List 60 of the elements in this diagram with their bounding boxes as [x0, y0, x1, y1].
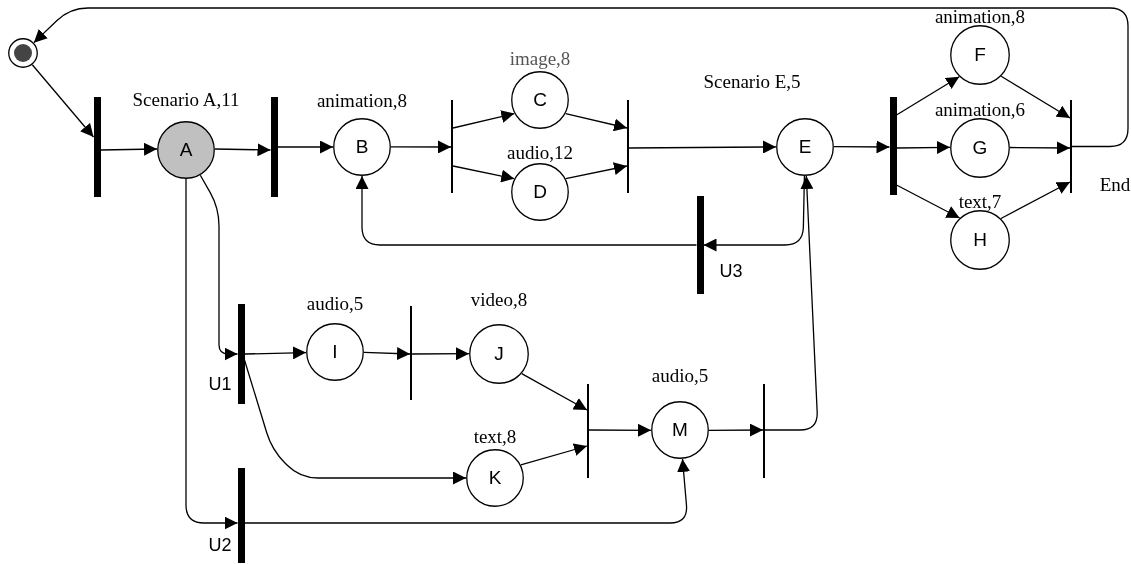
arrow [411, 347, 470, 361]
state-label: B [355, 136, 369, 158]
state-label: G [972, 137, 988, 159]
duration-label: Scenario E,5 [703, 72, 801, 91]
bar-label: U2 [208, 535, 232, 554]
arrow [214, 143, 272, 157]
state-label: E [798, 136, 812, 158]
duration-label: Scenario A,11 [132, 90, 240, 109]
arrow [708, 423, 764, 437]
arrow [33, 7, 1129, 148]
arrow [31, 64, 95, 138]
arrow [565, 162, 628, 180]
duration-label: audio,12 [507, 143, 573, 162]
state-label: F [974, 44, 986, 66]
duration-label: animation,8 [316, 91, 408, 110]
arrow [565, 112, 628, 132]
state-label: K [488, 467, 502, 489]
arrow [243, 458, 691, 524]
arrow [895, 184, 961, 219]
arrow [185, 178, 239, 530]
arrow [833, 140, 891, 154]
arrow [895, 141, 951, 154]
duration-label: audio,5 [306, 294, 364, 313]
duration-label: animation,6 [934, 100, 1026, 119]
arrow [99, 142, 158, 156]
arrow [276, 140, 334, 154]
arrow [452, 110, 515, 129]
state-label: M [672, 419, 688, 441]
arrow [452, 165, 515, 183]
duration-label: animation,8 [934, 7, 1026, 26]
arrow [588, 423, 652, 437]
arrow [243, 346, 307, 360]
arrow [363, 347, 411, 361]
arrow [1000, 181, 1071, 220]
arrow [199, 174, 239, 361]
bar-label: End [1099, 174, 1131, 194]
bar-label: U3 [719, 262, 743, 280]
arrow [628, 140, 777, 154]
state-label: J [494, 343, 504, 365]
arrow [702, 175, 806, 252]
arrow [520, 443, 588, 466]
arrow [390, 140, 452, 154]
duration-label: video,8 [470, 290, 528, 309]
arrow [1009, 141, 1071, 155]
arrow [521, 373, 588, 411]
state-label: H [973, 229, 987, 251]
duration-label: text,8 [473, 427, 517, 446]
state-label: C [533, 89, 547, 111]
state-label: A [179, 139, 193, 161]
duration-label: text,7 [958, 192, 1002, 211]
state-label: D [533, 181, 547, 203]
duration-label: audio,5 [651, 366, 709, 385]
state-label: I [332, 341, 338, 363]
duration-label: image,8 [509, 49, 571, 68]
arrow [895, 76, 960, 116]
arrow [764, 175, 818, 431]
arrow [1000, 75, 1071, 119]
arrow [243, 359, 467, 485]
bar-label: U1 [208, 375, 232, 393]
arrow [355, 175, 698, 246]
